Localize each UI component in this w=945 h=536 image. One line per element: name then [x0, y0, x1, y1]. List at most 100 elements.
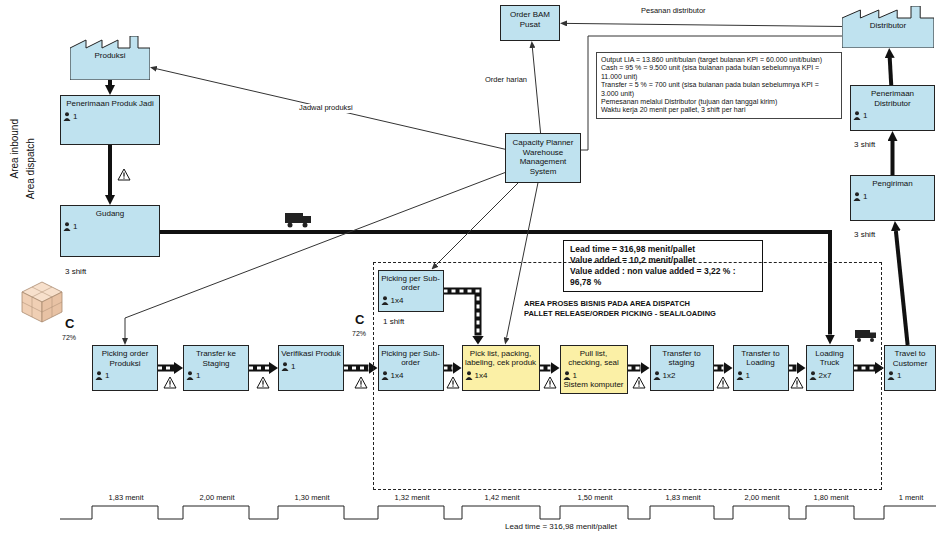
process-box: Pull list, checking, seal1Sistem kompute… — [560, 345, 628, 394]
process-box: Penerimaan Produk Jadi1 — [60, 95, 160, 145]
box-title: Output LIA = 13.860 unit/bulan (target b… — [601, 56, 822, 63]
cycle-time: 1,50 menit — [560, 494, 630, 503]
box-title: Pick list, packing, labeling, cek produk — [465, 349, 536, 368]
operator-count: 1 — [196, 371, 200, 381]
text-block: Pemesanan melalui Distributor (tujuan da… — [601, 98, 837, 106]
operator-count: 1x2 — [663, 371, 676, 381]
text-block: Loading Truck — [809, 349, 851, 368]
truck-icon — [285, 213, 311, 228]
connector-group — [344, 368, 369, 369]
text-block: Output LIA = 13.860 unit/bulan (target b… — [601, 56, 837, 64]
operator-line: 1 — [281, 362, 341, 372]
text-block: Distributor — [844, 21, 932, 31]
operator-count: 1 — [746, 371, 750, 381]
push-arrow — [628, 365, 641, 372]
operator-line: 1 — [95, 371, 155, 381]
text-block: Warehouse Management System — [509, 148, 577, 177]
box-title: Gudang — [96, 209, 124, 218]
operator-icon — [563, 371, 571, 380]
connector-group — [444, 291, 479, 336]
production-control-box: Capacity PlannerWarehouse Management Sys… — [505, 133, 581, 183]
operator-count: 1 — [863, 192, 867, 202]
box-text: Value added : non value added = 3,22 % :… — [570, 266, 736, 287]
box-title: Loading Truck — [815, 349, 843, 368]
operator-count: 1 — [73, 222, 77, 232]
text-block: PALLET RELEASE/ORDER PICKING - SEAL/LOAD… — [524, 309, 799, 319]
text-block: Travel to Customer — [887, 349, 933, 368]
push-arrow-stripe — [249, 367, 269, 370]
box-title: Transfer to Loading — [741, 349, 779, 368]
operator-count: 1x4 — [391, 296, 404, 306]
inventory-triangles — [118, 169, 803, 388]
kanban-percent: 72% — [61, 334, 77, 342]
shift-label: 3 shift — [853, 230, 876, 239]
box-title: Distributor — [870, 21, 906, 30]
operator-count: 1 — [105, 371, 109, 381]
operator-line: 1 — [736, 371, 786, 381]
box-text: Waktu kerja 20 menit per pallet, 3 shift… — [601, 106, 745, 113]
box-title: Transfer ke Staging — [196, 349, 236, 368]
text-block: Picking per Sub-order — [381, 349, 441, 368]
text-block: Cash = 95 % = 9.500 unit (sisa bulanan p… — [601, 64, 837, 81]
process-box: Pengiriman1 — [850, 175, 935, 221]
connector-group — [110, 145, 111, 195]
material-flow-arrow — [108, 80, 112, 85]
push-arrow-stripe — [714, 367, 724, 370]
process-box: Transfer to Loading 1 — [733, 345, 789, 391]
text-block: Value added : non value added = 3,22 % :… — [570, 266, 756, 288]
operator-line: 1 — [63, 222, 157, 232]
inventory-cube — [22, 282, 62, 322]
operator-count: 2x7 — [819, 371, 832, 381]
cycle-time: 2,00 menit — [733, 494, 791, 503]
push-arrow-stripe — [444, 291, 479, 336]
process-box: Pick list, packing, labeling, cek produk… — [462, 345, 540, 391]
shift-label: 1 shift — [382, 317, 405, 326]
process-box: Picking order Produksi1 — [92, 345, 158, 391]
box-text: Transfer = 5 % = 700 unit (sisa bulanan … — [601, 81, 819, 96]
process-box: Travel to Customer1 — [884, 345, 936, 391]
box-title: Lead time = 316,98 menit/pallet — [570, 244, 695, 254]
process-box: Picking per Sub-order 1x4 — [378, 345, 444, 391]
box-text: Warehouse Management System — [520, 148, 567, 176]
connector-group — [714, 368, 724, 369]
box-text: Value added = 10,2 menit/pallet — [570, 255, 695, 265]
connector-group — [896, 231, 908, 345]
operator-line: 1x4 — [381, 371, 441, 381]
box-title: Order BAM Pusat — [510, 10, 550, 29]
connector-group — [581, 36, 842, 150]
connector-group — [158, 368, 174, 369]
connector-group — [890, 58, 892, 85]
connector-group — [567, 23, 842, 26]
control-box: Order BAM Pusat — [500, 5, 560, 41]
text-block: Transfer ke Staging — [186, 349, 246, 368]
box-title: Capacity Planner — [513, 138, 574, 147]
operator-line: 1x2 — [653, 371, 711, 381]
cycle-time: 1,83 menit — [650, 494, 716, 503]
text-block: Capacity Planner — [509, 138, 577, 148]
cycle-time: 2,00 menit — [183, 494, 251, 503]
text-block: Value added = 10,2 menit/pallet — [570, 255, 756, 266]
shift-label: 3 shift — [853, 140, 876, 149]
operator-icon — [853, 111, 861, 120]
material-flow-arrow — [891, 141, 895, 175]
kanban-symbol: C — [354, 313, 365, 328]
operator-count: 1 — [291, 362, 295, 372]
box-title: Verifikasi Produk — [281, 349, 341, 358]
cycle-time: 1,32 menit — [378, 494, 446, 503]
customer-factory: Distributor — [842, 6, 934, 48]
box-title: Produksi — [94, 51, 125, 60]
connector-group — [110, 80, 111, 85]
edge-label: Pesanan distributor — [640, 7, 707, 16]
text-block: Pick list, packing, labeling, cek produk — [465, 349, 537, 368]
shift-label: 3 shift — [64, 267, 87, 276]
material-flow-arrow — [108, 145, 112, 195]
information-flow-line — [567, 23, 842, 26]
connector-group — [532, 48, 540, 133]
connector-group — [436, 183, 518, 265]
process-box: Loading Truck 2x7 — [806, 345, 854, 391]
area-label: Area dispatch — [25, 108, 37, 230]
cycle-time: 1,42 menit — [462, 494, 542, 503]
material-flow-arrow — [160, 232, 830, 335]
kanban-percent: 72% — [351, 330, 367, 338]
